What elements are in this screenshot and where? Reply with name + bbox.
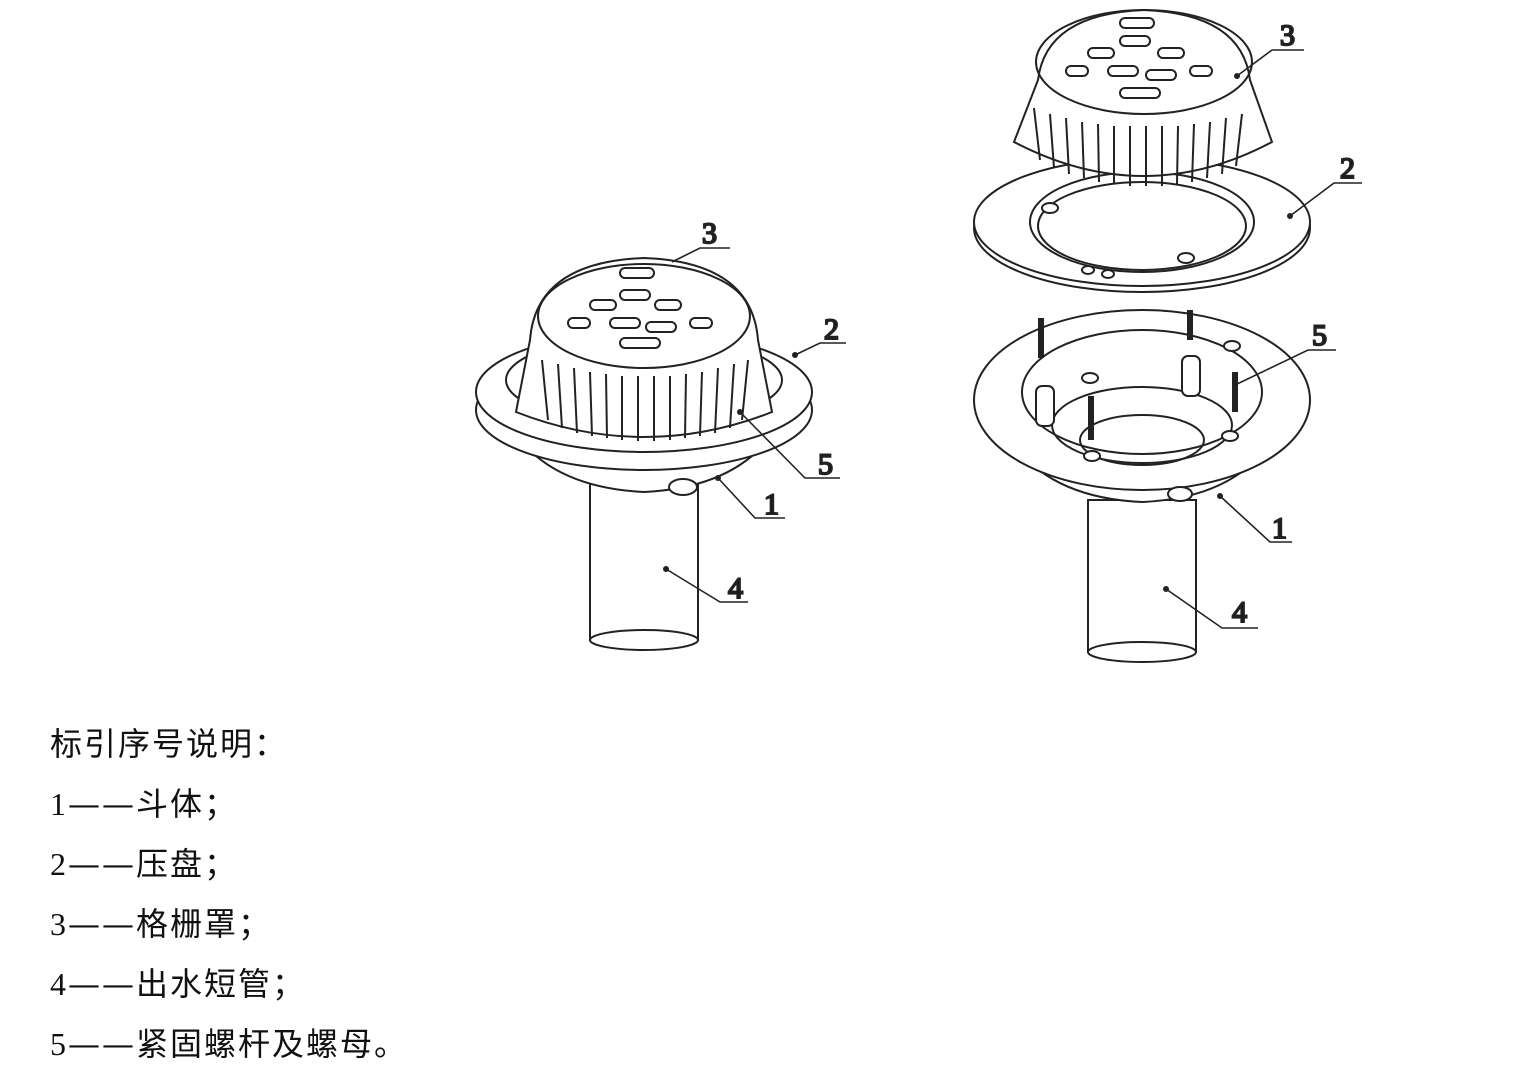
callout-1-assembled: 1 — [764, 488, 779, 521]
legend-item: 5——紧固螺杆及螺母。 — [50, 1022, 408, 1082]
callout-5-exploded: 5 — [1312, 319, 1327, 352]
legend-list: 1——斗体； 2——压盘； 3——格栅罩； 4——出水短管； 5——紧固螺杆及螺… — [50, 782, 408, 1082]
callout-3-assembled: 3 — [702, 217, 717, 250]
callout-4-exploded: 4 — [1232, 596, 1247, 629]
callout-5-assembled: 5 — [818, 448, 833, 481]
legend-item-text: 出水短管； — [136, 965, 307, 1003]
drain-diagram: 3 2 5 1 4 — [475, 8, 1362, 663]
legend-item-text: 紧固螺杆及螺母。 — [136, 1025, 409, 1063]
legend-item-dash: —— — [68, 845, 136, 883]
legend-item-dash: —— — [68, 1025, 136, 1063]
callout-3-exploded: 3 — [1280, 19, 1295, 52]
assembled-drain: 3 2 5 1 4 — [475, 216, 846, 651]
legend-item-text: 斗体； — [136, 785, 239, 823]
legend-item-text: 格栅罩； — [136, 905, 273, 943]
exploded-grate — [1012, 8, 1274, 186]
assembled-grate — [514, 256, 774, 441]
legend-item-number: 1 — [50, 786, 68, 822]
exploded-body — [973, 309, 1311, 504]
legend-item-dash: —— — [68, 905, 136, 943]
legend-item-number: 2 — [50, 846, 68, 882]
callout-2-assembled: 2 — [824, 313, 839, 346]
assembled-outlet-pipe — [589, 477, 699, 651]
exploded-drain: 3 2 5 1 4 — [973, 8, 1362, 663]
legend-item-dash: —— — [68, 965, 136, 1003]
legend-item: 3——格栅罩； — [50, 902, 408, 962]
callout-2-exploded: 2 — [1340, 152, 1355, 185]
legend-item: 2——压盘； — [50, 842, 408, 902]
legend-item-number: 3 — [50, 906, 68, 942]
exploded-outlet-pipe — [1087, 499, 1197, 663]
legend: 标引序号说明： 1——斗体； 2——压盘； 3——格栅罩； 4——出水短管； 5… — [50, 722, 408, 1082]
legend-item: 4——出水短管； — [50, 962, 408, 1022]
legend-item-number: 5 — [50, 1026, 68, 1062]
legend-title: 标引序号说明： — [50, 725, 289, 763]
exploded-flange — [973, 157, 1311, 293]
exploded-bolts — [1038, 310, 1238, 440]
legend-item-text: 压盘； — [136, 845, 239, 883]
callout-4-assembled: 4 — [728, 572, 743, 605]
legend-item-number: 4 — [50, 966, 68, 1002]
legend-item-dash: —— — [68, 785, 136, 823]
legend-item: 1——斗体； — [50, 782, 408, 842]
callout-1-exploded: 1 — [1272, 512, 1287, 545]
